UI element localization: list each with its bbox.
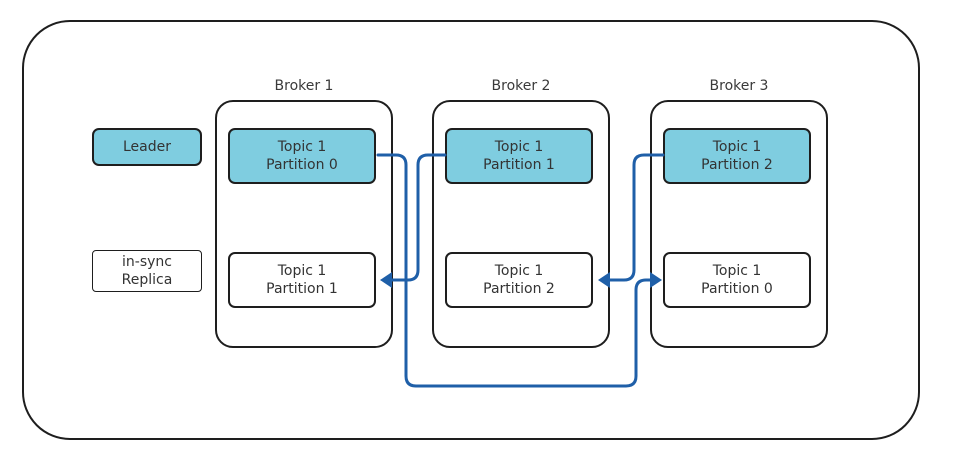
broker-1-title: Broker 1	[274, 78, 334, 94]
replication-arrow-partition-1	[384, 153, 447, 282]
legend-replica: in-sync Replica	[92, 250, 202, 292]
partition-name: Partition 0	[701, 281, 773, 297]
broker-2-replica-partition: Topic 1 Partition 2	[445, 252, 593, 308]
broker-3	[650, 100, 828, 348]
partition-topic: Topic 1	[494, 263, 544, 279]
legend-leader: Leader	[92, 128, 202, 166]
partition-topic: Topic 1	[277, 263, 327, 279]
partition-name: Partition 0	[266, 157, 338, 173]
diagram-frame	[22, 20, 920, 440]
legend-replica-label-line1: in-sync	[122, 254, 172, 270]
broker-1-replica-partition: Topic 1 Partition 1	[228, 252, 376, 308]
broker-3-leader-partition: Topic 1 Partition 2	[663, 128, 811, 184]
broker-2-leader-partition: Topic 1 Partition 1	[445, 128, 593, 184]
arrowhead-broker-3-replica	[650, 272, 662, 288]
broker-2	[432, 100, 610, 348]
arrowhead-broker-2-replica	[598, 272, 610, 288]
broker-1	[215, 100, 393, 348]
partition-topic: Topic 1	[712, 263, 762, 279]
broker-3-title: Broker 3	[709, 78, 769, 94]
replication-arrow-partition-0	[376, 153, 658, 388]
broker-2-title: Broker 2	[491, 78, 551, 94]
broker-1-leader-partition: Topic 1 Partition 0	[228, 128, 376, 184]
legend-replica-label-line2: Replica	[121, 272, 173, 288]
broker-3-replica-partition: Topic 1 Partition 0	[663, 252, 811, 308]
partition-name: Partition 2	[483, 281, 555, 297]
legend-leader-label: Leader	[122, 139, 171, 155]
partition-name: Partition 1	[483, 157, 555, 173]
replication-arrow-partition-2	[602, 153, 665, 282]
partition-name: Partition 1	[266, 281, 338, 297]
partition-topic: Topic 1	[712, 139, 762, 155]
partition-name: Partition 2	[701, 157, 773, 173]
partition-topic: Topic 1	[494, 139, 544, 155]
arrowhead-broker-1-replica	[380, 272, 392, 288]
partition-topic: Topic 1	[277, 139, 327, 155]
